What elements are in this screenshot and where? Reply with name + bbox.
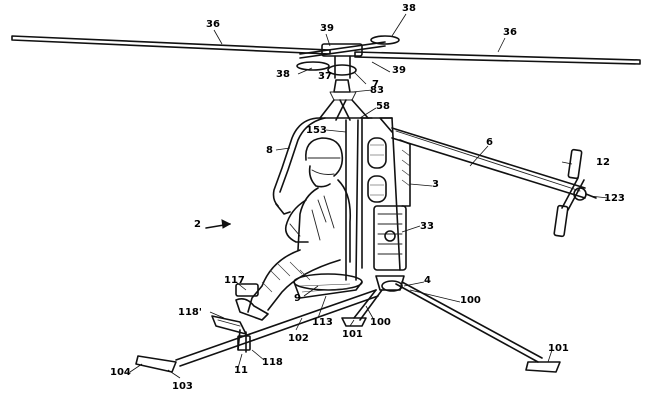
ref-2: 2 [194,219,201,230]
tail-rotor [553,148,597,238]
ref-4: 4 [424,275,431,286]
ref-3: 3 [432,179,439,190]
ref-39-top: 39 [320,23,334,34]
ref-6: 6 [486,137,493,148]
ref-100-right: 100 [460,295,481,306]
ref-37: 37 [318,71,332,82]
ref-103: 103 [172,381,193,392]
ref-7: 7 [372,79,379,90]
footrest [211,283,259,335]
reference-arrow-2 [205,219,232,229]
ref-9: 9 [294,293,301,304]
ref-36-left: 36 [206,19,220,30]
ref-38-top: 38 [402,3,416,14]
ref-38-left: 38 [276,69,290,80]
mast-frame [319,99,373,121]
ref-83: 83 [370,85,384,96]
mast-column [345,117,401,281]
ref-101-right: 101 [548,343,569,354]
control-stick [272,117,326,215]
rotor-blade-left [11,35,331,55]
ref-118: 118 [262,357,283,368]
ref-8: 8 [266,145,273,156]
ref-117: 117 [224,275,245,286]
ref-118-prime: 118' [178,307,202,318]
ref-101-center: 101 [342,329,363,340]
rotor-blade-right [354,51,641,65]
tail-boom [379,117,586,199]
ref-123: 123 [604,193,625,204]
engine-unit [373,139,411,271]
rotor-hub [296,35,400,101]
ref-153: 153 [306,125,327,136]
ref-39-right: 39 [392,65,406,76]
ref-11: 11 [234,365,248,376]
ref-104: 104 [110,367,131,378]
ref-113: 113 [312,317,333,328]
ref-102: 102 [288,333,309,344]
ref-36-right: 36 [503,27,517,38]
seat [293,273,363,299]
ref-100-center: 100 [370,317,391,328]
leader-lines [129,13,609,379]
ref-58: 58 [376,101,390,112]
pilot-figure [235,137,352,321]
landing-gear [135,275,561,373]
ref-12: 12 [596,157,610,168]
ref-33: 33 [420,221,434,232]
